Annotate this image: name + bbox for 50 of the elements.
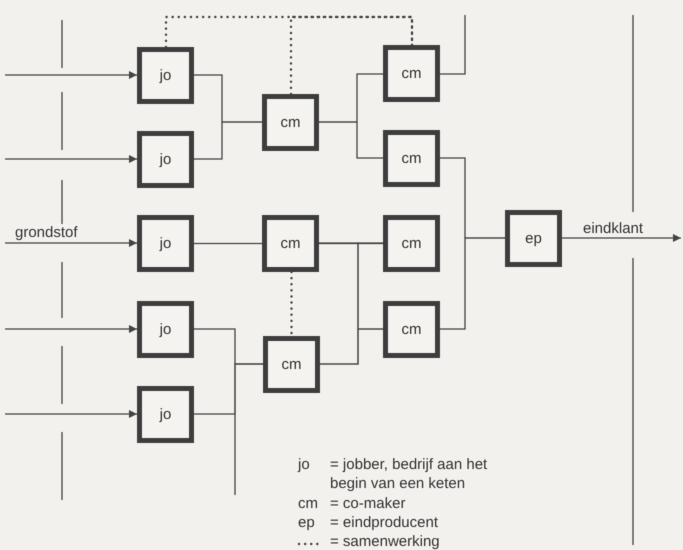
arrow	[5, 410, 137, 418]
arrow	[562, 234, 681, 242]
box-label: jo	[160, 407, 172, 422]
abbreviation: ep	[298, 513, 315, 532]
process-box	[262, 94, 319, 151]
arrow	[5, 239, 137, 247]
definition: = co-maker	[330, 494, 406, 513]
connector-line	[194, 242, 262, 244]
box-label: cm	[402, 66, 422, 81]
connector-line	[234, 363, 263, 495]
box-label: cm	[402, 322, 422, 337]
process-box	[263, 336, 320, 393]
process-box	[137, 215, 194, 272]
connector-line	[194, 121, 262, 160]
arrow	[5, 325, 137, 333]
legend-text: = samenwerking	[330, 532, 440, 550]
box-label: cm	[280, 115, 300, 130]
dotted-line	[164, 16, 414, 48]
process-box	[137, 301, 194, 358]
process-box	[383, 301, 440, 358]
connector-line	[320, 328, 383, 365]
process-box	[137, 131, 194, 188]
dotted-line	[290, 16, 414, 96]
definition: = eindproducent	[330, 513, 438, 532]
box-label: jo	[160, 152, 172, 167]
connector-line	[319, 242, 383, 244]
connector-line	[440, 237, 505, 330]
box-label: jo	[160, 236, 172, 251]
box-label: jo	[160, 68, 172, 83]
process-box	[383, 215, 440, 272]
abbreviation: cm	[298, 494, 318, 513]
arrow	[5, 155, 137, 163]
definition: = jobber, bedrijf aan het begin van een keten	[330, 455, 488, 493]
process-box	[262, 215, 319, 272]
connector-line	[319, 121, 383, 159]
box-label: cm	[280, 236, 300, 251]
process-box	[383, 130, 440, 187]
abbreviation: jo	[298, 455, 310, 474]
arrow	[5, 71, 137, 79]
connector-line	[440, 15, 466, 75]
box-label: cm	[282, 357, 302, 372]
box-label: cm	[402, 151, 422, 166]
edge-label: grondstof	[14, 224, 79, 241]
process-box	[383, 45, 440, 102]
box-label: ep	[525, 231, 542, 246]
box-label: cm	[402, 236, 422, 251]
process-box	[137, 386, 194, 443]
process-box	[505, 210, 562, 267]
box-label: jo	[160, 322, 172, 337]
process-box	[137, 47, 194, 104]
